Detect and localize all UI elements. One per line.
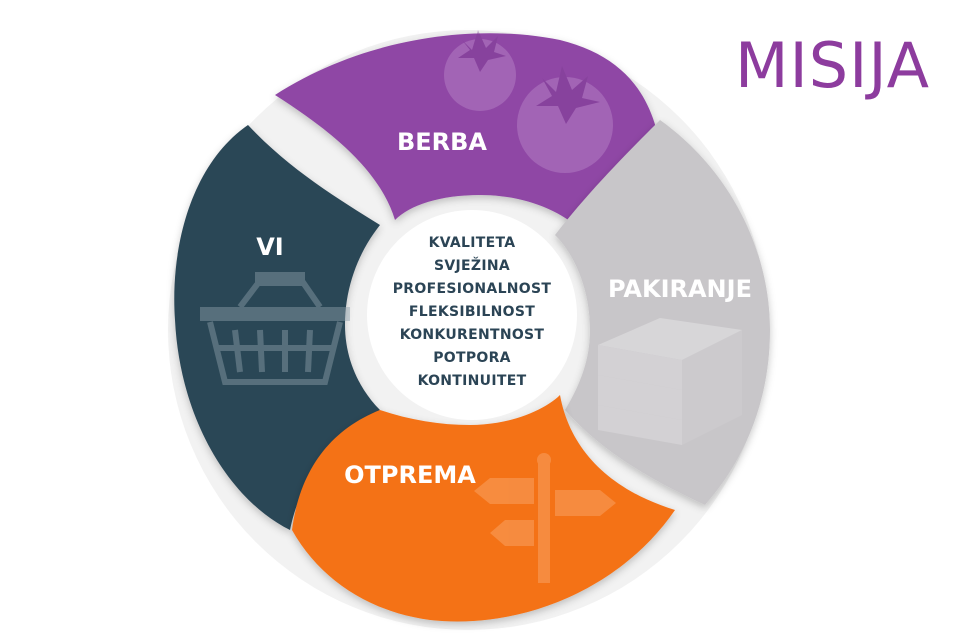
crates-icon — [598, 318, 742, 445]
center-item: PROFESIONALNOST — [393, 281, 552, 297]
center-item: KONTINUITET — [418, 373, 527, 389]
page-title: MISIJA — [735, 29, 930, 102]
center-item: FLEKSIBILNOST — [409, 304, 535, 320]
segment-otprema-shape — [292, 395, 675, 622]
segment-label-vi: VI — [256, 233, 284, 261]
tomato-icon — [444, 30, 613, 173]
center-circle — [367, 210, 577, 420]
center-item: KONKURENTNOST — [400, 327, 545, 343]
basket-icon — [200, 272, 350, 385]
segment-label-pakiranje: PAKIRANJE — [608, 275, 752, 303]
signpost-icon — [474, 453, 616, 583]
segment-label-otprema: OTPREMA — [344, 461, 476, 489]
segment-vi-shape — [174, 125, 380, 530]
center-item: SVJEŽINA — [434, 257, 510, 274]
center-item: KVALITETA — [429, 235, 516, 251]
segment-otprema — [292, 395, 675, 622]
segment-berba-shape — [275, 33, 660, 225]
center-values-list: KVALITETA SVJEŽINA PROFESIONALNOST FLEKS… — [393, 235, 552, 389]
segment-berba — [275, 33, 660, 225]
segment-vi — [174, 125, 380, 530]
center-item: POTPORA — [433, 350, 511, 366]
segment-label-berba: BERBA — [397, 128, 487, 156]
